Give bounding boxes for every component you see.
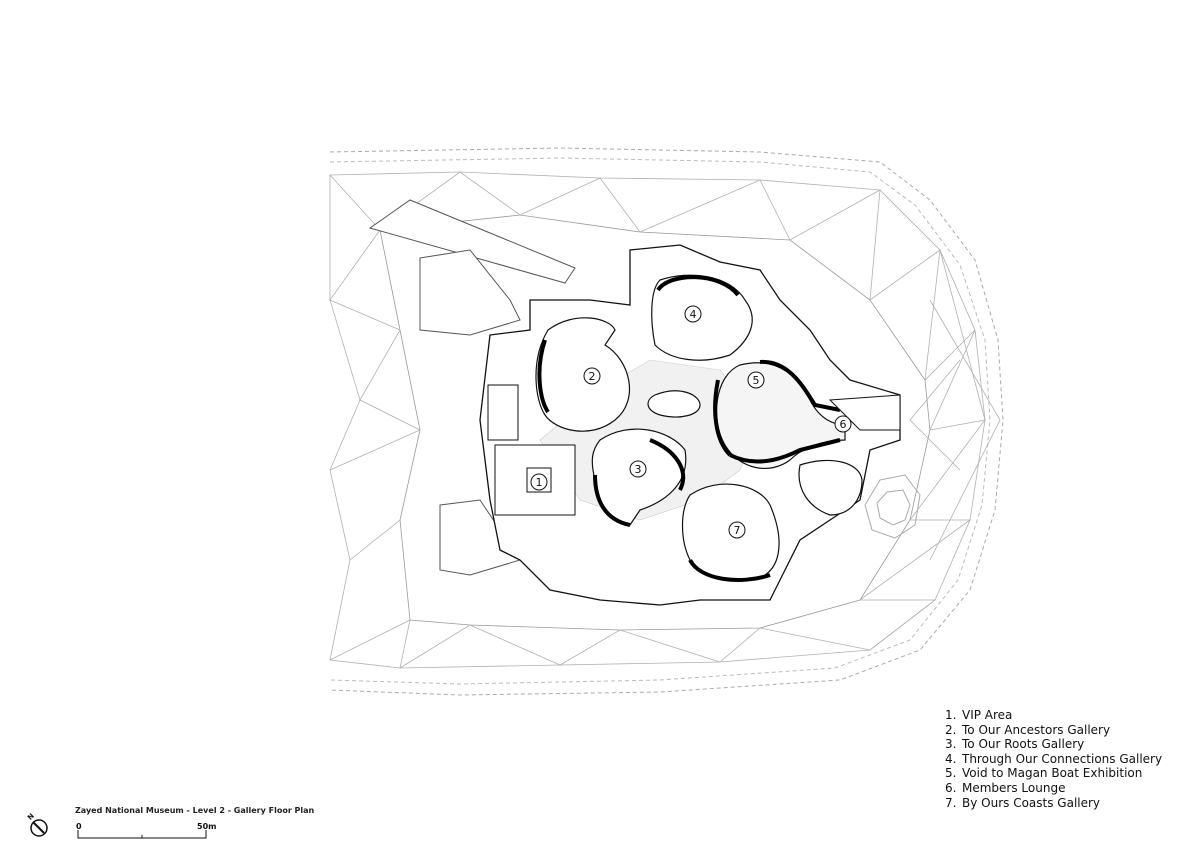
east-wing xyxy=(798,459,863,516)
octagon-skylight xyxy=(864,474,921,539)
legend-item: 6.Members Lounge xyxy=(945,780,1066,795)
svg-text:1: 1 xyxy=(536,476,543,489)
room-markers: 1 2 3 4 5 6 7 xyxy=(530,305,852,539)
svg-text:4: 4 xyxy=(690,308,697,321)
marker-4: 4 xyxy=(684,305,702,323)
vip-area-block xyxy=(487,384,901,516)
marker-7: 7 xyxy=(728,521,746,539)
marker-3: 3 xyxy=(629,460,647,478)
heavy-walls xyxy=(537,275,841,582)
ramps xyxy=(368,199,576,576)
svg-text:6: 6 xyxy=(840,418,847,431)
legend-item: 7.By Ours Coasts Gallery xyxy=(945,795,1101,810)
north-arrow-icon: N xyxy=(26,812,48,837)
svg-text:2: 2 xyxy=(589,370,596,383)
svg-text:N: N xyxy=(26,812,36,822)
marker-1: 1 xyxy=(530,473,548,491)
marker-5: 5 xyxy=(747,371,765,389)
outer-dashed-outline xyxy=(329,147,1004,696)
svg-text:5: 5 xyxy=(753,374,760,387)
gallery-2-pod xyxy=(535,317,630,432)
svg-text:3: 3 xyxy=(635,463,642,476)
legend: 1.VIP Area 2.To Our Ancestors Gallery 3.… xyxy=(945,708,1162,810)
legend-item: 2.To Our Ancestors Gallery xyxy=(945,722,1111,737)
legend-item: 1.VIP Area xyxy=(945,708,1013,722)
legend-item: 3.To Our Roots Gallery xyxy=(945,737,1085,752)
scale-label-end: 50m xyxy=(197,822,217,831)
marker-6: 6 xyxy=(834,415,852,433)
svg-text:7: 7 xyxy=(734,524,741,537)
marker-2: 2 xyxy=(583,367,601,385)
scale-label-start: 0 xyxy=(76,822,82,831)
oval-feature xyxy=(647,390,701,418)
scale-bar xyxy=(77,830,207,839)
legend-item: 4.Through Our Connections Gallery xyxy=(945,751,1163,766)
outer-dashed-outline-2 xyxy=(329,157,991,685)
drawing-title: Zayed National Museum - Level 2 - Galler… xyxy=(75,806,315,815)
legend-item: 5.Void to Magan Boat Exhibition xyxy=(945,766,1143,781)
